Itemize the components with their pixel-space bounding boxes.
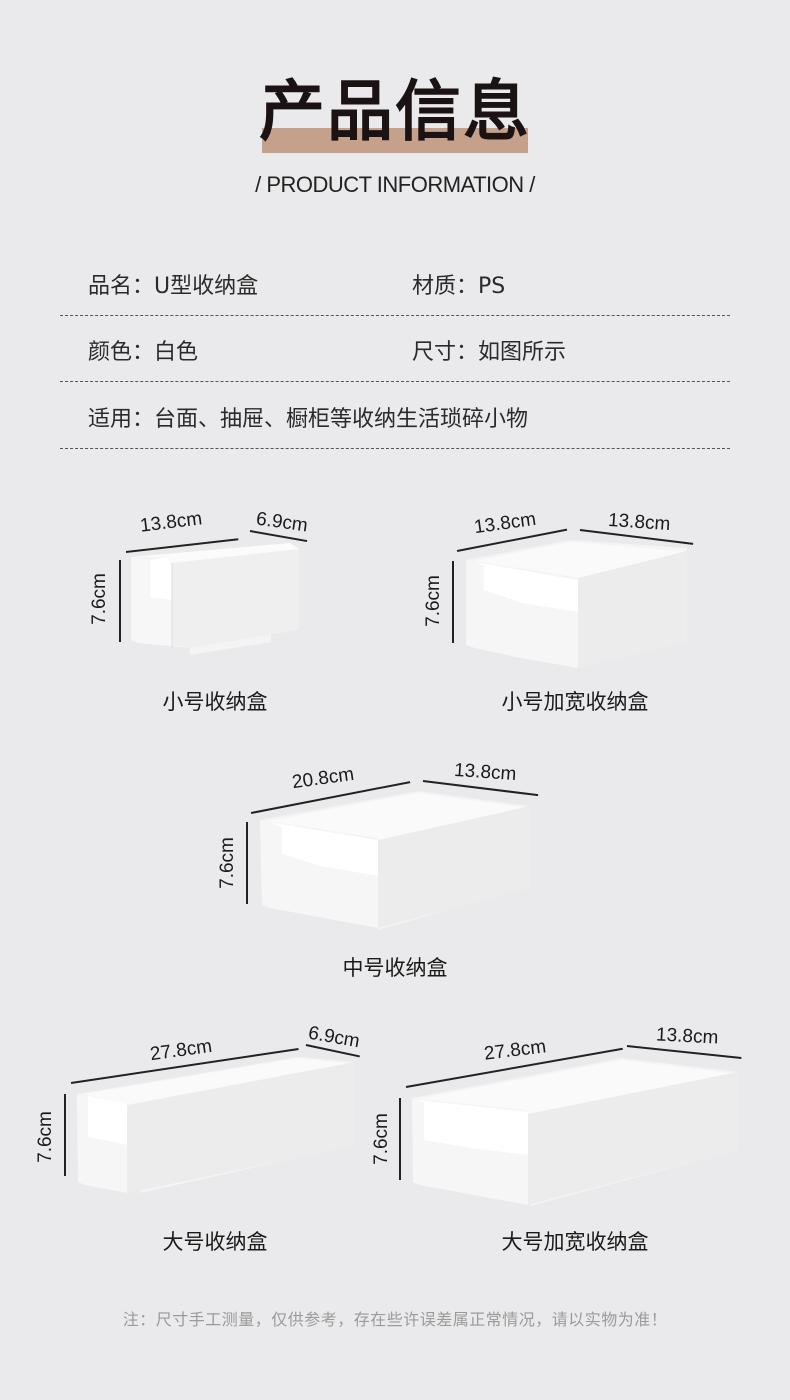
info-row-color-size: 颜色：白色 尺寸：如图所示 bbox=[60, 316, 730, 382]
disclaimer-note: 注：尺寸手工测量，仅供参考，存在些许误差属正常情况，请以实物为准！ bbox=[122, 1310, 668, 1329]
product-name-label: 小号加宽收纳盒 bbox=[501, 690, 649, 714]
product-name-label: 大号加宽收纳盒 bbox=[501, 1230, 649, 1254]
title-accent-bar bbox=[262, 128, 528, 153]
info-label: 材质： bbox=[412, 274, 479, 299]
dim-height-label: 7.6cm bbox=[370, 1113, 392, 1165]
info-value: U型收纳盒 bbox=[154, 274, 259, 299]
info-value: PS bbox=[478, 274, 506, 299]
dim-line-height bbox=[64, 1094, 66, 1176]
product-name-label: 中号收纳盒 bbox=[342, 956, 448, 980]
page-subtitle: / PRODUCT INFORMATION / bbox=[255, 172, 535, 197]
info-value: 如图所示 bbox=[478, 340, 567, 365]
info-label: 颜色： bbox=[88, 340, 155, 365]
info-value: 白色 bbox=[154, 340, 199, 365]
info-label: 品名： bbox=[88, 274, 155, 299]
page-title: 产品信息 bbox=[259, 73, 531, 150]
dim-line-height bbox=[452, 561, 454, 643]
dim-line-height bbox=[399, 1098, 401, 1180]
info-cell-color: 颜色：白色 bbox=[88, 334, 198, 366]
dim-line-height bbox=[246, 822, 248, 904]
info-row-usage: 适用：台面、抽屉、橱柜等收纳生活琐碎小物 bbox=[60, 383, 730, 449]
product-name-label: 大号收纳盒 bbox=[162, 1230, 268, 1254]
dim-width-label: 13.8cm bbox=[655, 1024, 719, 1049]
info-row-name-material: 品名：U型收纳盒 材质：PS bbox=[60, 250, 730, 316]
info-cell-material: 材质：PS bbox=[412, 268, 505, 300]
info-label: 适用： bbox=[88, 407, 155, 432]
info-cell-size: 尺寸：如图所示 bbox=[412, 334, 566, 366]
info-cell-name: 品名：U型收纳盒 bbox=[88, 268, 258, 300]
dim-line-height bbox=[119, 560, 121, 642]
info-cell-usage: 适用：台面、抽屉、橱柜等收纳生活琐碎小物 bbox=[88, 401, 528, 433]
info-label: 尺寸： bbox=[412, 340, 479, 365]
info-value: 台面、抽屉、橱柜等收纳生活琐碎小物 bbox=[154, 407, 529, 432]
product-name-label: 小号收纳盒 bbox=[162, 690, 268, 714]
